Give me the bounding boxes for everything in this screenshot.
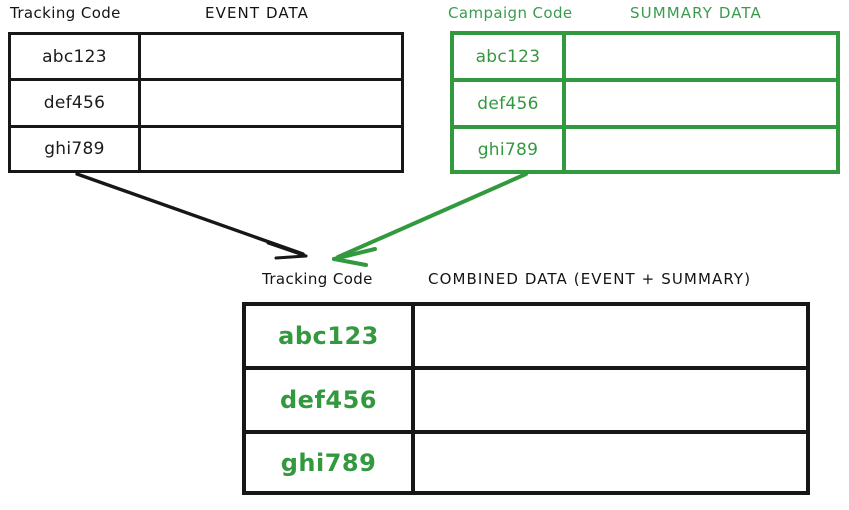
- combined-table-data-header: COMBINED DATA (EVENT + SUMMARY): [428, 270, 752, 288]
- event-table-key-cell: ghi789: [11, 128, 141, 170]
- event-table-key-text: ghi789: [44, 139, 105, 159]
- summary-table-key-text: ghi789: [477, 139, 539, 160]
- combined-table-data-cell: [415, 306, 806, 366]
- table-row[interactable]: ghi789: [454, 129, 836, 170]
- summary-table-key-header: Campaign Code: [448, 4, 573, 22]
- combined-table-key-cell: def456: [246, 370, 415, 430]
- event-table-data-cell: [141, 35, 401, 78]
- summary-table-data-cell: [566, 35, 836, 78]
- combined-table-key-text: ghi789: [280, 448, 377, 477]
- combined-table-key-header: Tracking Code: [262, 270, 373, 288]
- event-to-combined-arrow: [75, 172, 308, 260]
- table-row[interactable]: abc123: [454, 35, 836, 82]
- event-table-data-cell: [141, 128, 401, 170]
- event-table-key-header: Tracking Code: [10, 4, 121, 22]
- event-table-key-cell: def456: [11, 81, 141, 125]
- summary-table-data-cell: [566, 82, 836, 125]
- table-row[interactable]: def456: [454, 82, 836, 129]
- summary-table-key-text: abc123: [475, 46, 541, 67]
- table-row[interactable]: abc123: [246, 306, 806, 370]
- summary-table-data-header: SUMMARY DATA: [630, 4, 762, 22]
- combined-table-key-text: def456: [280, 386, 377, 414]
- table-row[interactable]: abc123: [11, 35, 401, 81]
- combined-table-key-cell: abc123: [246, 306, 415, 366]
- combined-table-key-cell: ghi789: [246, 434, 415, 491]
- event-table-key-text: abc123: [42, 46, 107, 67]
- table-row[interactable]: def456: [246, 370, 806, 434]
- summary-table-data-cell: [566, 129, 836, 170]
- table-row[interactable]: ghi789: [11, 128, 401, 170]
- event-table: abc123 def456 ghi789: [8, 32, 404, 173]
- event-table-data-cell: [141, 81, 401, 125]
- summary-table: abc123 def456 ghi789: [450, 31, 840, 174]
- summary-to-combined-arrow: [332, 172, 528, 267]
- combined-table: abc123 def456 ghi789: [242, 302, 810, 495]
- event-table-key-text: def456: [43, 93, 106, 113]
- event-table-data-header: EVENT DATA: [205, 4, 310, 22]
- event-table-key-cell: abc123: [11, 35, 141, 78]
- summary-table-key-cell: def456: [454, 82, 566, 125]
- combined-table-data-cell: [415, 370, 806, 430]
- summary-table-key-cell: abc123: [454, 35, 566, 78]
- summary-table-key-cell: ghi789: [454, 129, 566, 170]
- table-row[interactable]: ghi789: [246, 434, 806, 491]
- summary-table-key-text: def456: [477, 93, 539, 114]
- combined-table-key-text: abc123: [278, 322, 379, 350]
- combined-table-data-cell: [415, 434, 806, 491]
- table-row[interactable]: def456: [11, 81, 401, 128]
